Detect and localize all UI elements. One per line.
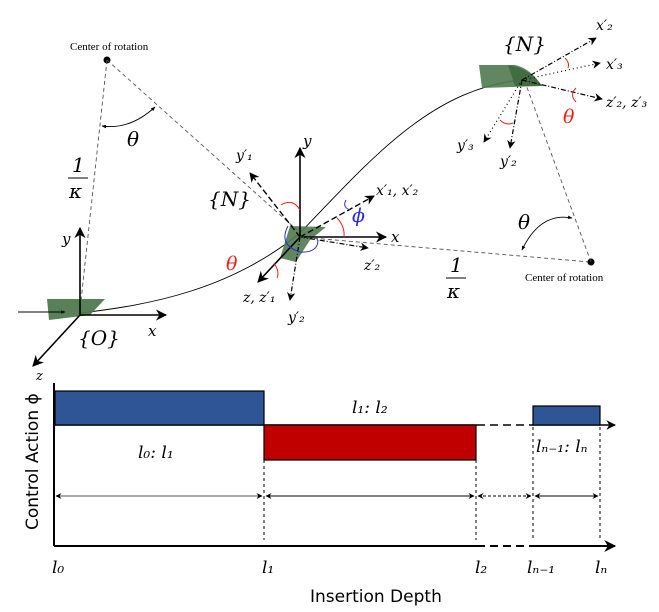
tip-theta-label: θ [563,106,575,128]
segment-label-0: l₀: l₁ [138,443,174,463]
x-axis-label: Insertion Depth [310,587,442,607]
x2p-axis [521,37,597,81]
y3p-label: y′₃ [456,138,474,154]
mid-y2p-axis [287,236,301,301]
tip-frame-label: {N} [503,32,546,56]
origin-y-label: y [61,230,71,248]
center-of-rotation-label: Center of rotation [525,272,604,284]
center-of-rotation-label: Center of rotation [70,41,149,53]
tick-ln-minus-1: lₙ₋₁ [527,558,555,578]
mid-x-label: x [391,228,400,246]
segment-bar-1 [263,424,477,461]
tick-l1: l₁ [262,558,274,578]
theta-label: θ [127,127,139,151]
phi-arc-blue [344,199,351,211]
y3p-axis [483,79,523,143]
tick-ln: lₙ [595,558,607,578]
theta-arc [101,106,156,129]
z2p-label: z′₂ [363,258,381,274]
segment-bar-0 [54,390,265,426]
radius-line [524,81,592,263]
mid-x1p-axis [299,195,375,238]
origin-frame-label: {O} [78,326,120,350]
mid-y1p-axis [249,172,301,238]
tissue-middle [280,226,326,262]
y2p-axis [507,79,523,149]
phi-arc-blue [284,225,319,253]
origin-z-axis [32,314,81,367]
theta-arc-red [273,262,279,279]
kappa-label: κ [68,179,82,203]
tissue-origin [47,299,105,320]
x3p-label: x′₃ [606,57,623,73]
center-of-rotation-left: Center of rotation θ 1 κ [68,41,298,311]
theta-arc-red [499,119,514,125]
radius-line [106,59,298,231]
tissue-tip-dark [508,65,542,86]
mid-z-axis [257,236,301,283]
tick-l2: l₂ [475,558,487,578]
mid-z2p-axis [299,236,369,251]
theta-label: θ [518,210,530,234]
x2p-label: x′₂ [596,18,613,34]
segment-label-2: lₙ₋₁: lₙ [536,437,588,457]
segment-bar-2 [532,405,601,426]
origin-z-label: z [35,369,43,384]
dashed-radius-right [299,236,591,263]
x1p-x2p-label: x′₁, x′₂ [376,183,419,199]
y2p-label: y′₂ [287,310,305,326]
y-axis-label: Control Action ϕ [23,393,43,530]
theta-arc-red [336,217,345,238]
one-label: 1 [72,153,85,177]
mid-y-label: y [302,132,312,150]
kappa-label: κ [446,279,460,303]
phi-label: ϕ [352,205,365,227]
mid-frame-label: {N} [208,187,251,211]
z2p-z3p-label: z′₂, z′₃ [605,95,648,111]
origin-x-label: x [148,322,157,340]
theta-arc-red [280,201,301,211]
segment-label-1: l₁: l₂ [352,398,388,418]
z2p-z3p-axis [521,79,603,102]
middle-frame: y x y′₁ x′₁, x′₂ z′₂ z, z′₁ y′₂ {N} θ ϕ [208,132,591,326]
radius-line [79,59,108,311]
mid-theta-label: θ [226,253,238,275]
theta-arc [521,215,573,251]
tip-frame: x′₂ x′₃ z′₂, z′₃ y′₃ y′₂ {N} θ [456,18,648,170]
origin-frame: y x z {O} [18,226,168,384]
one-label: 1 [450,253,463,277]
y1p-label: y′₁ [235,148,253,164]
y2p-label: y′₂ [499,154,517,170]
theta-arc-red [564,57,570,69]
center-of-rotation-right: Center of rotation θ 1 κ [446,81,604,303]
z-z1p-label: z, z′₁ [242,290,275,306]
tick-l0: l₀ [52,558,64,578]
control-action-chart: Control Action ϕ Insertion Depth l₀: l₁ … [23,383,617,607]
theta-arc-red [572,87,577,103]
kinematic-diagram: Center of rotation θ 1 κ y x z {O} [18,18,648,384]
